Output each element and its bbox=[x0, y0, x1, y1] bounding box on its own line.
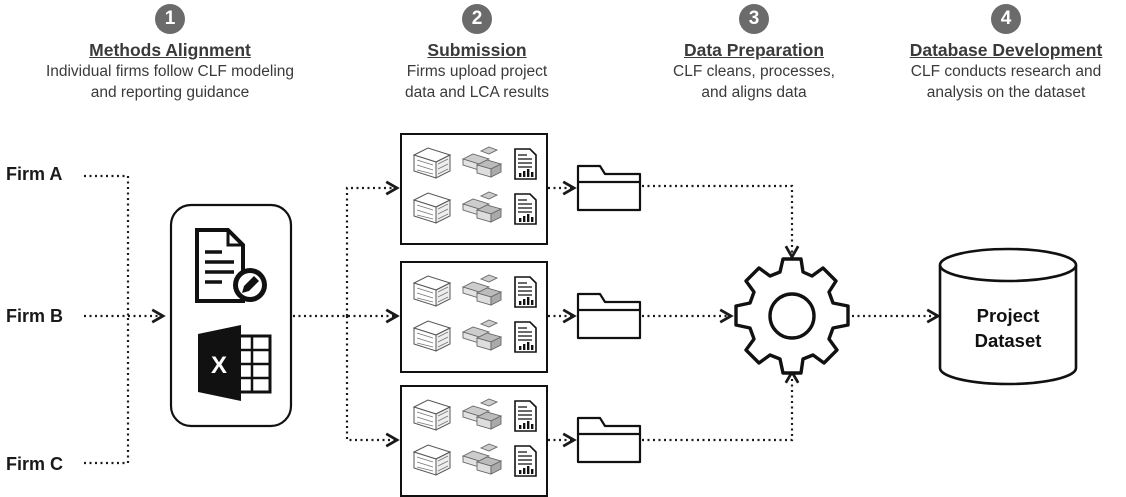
step-2: 2 Submission Firms upload project data a… bbox=[347, 4, 607, 103]
step-number-badge: 1 bbox=[155, 4, 185, 34]
firm-a-label: Firm A bbox=[6, 164, 63, 184]
database-icon bbox=[938, 247, 1078, 386]
step-description: Firms upload project data and LCA result… bbox=[405, 63, 549, 101]
step-number-badge: 3 bbox=[739, 4, 769, 34]
firm-b-label: Firm B bbox=[6, 306, 64, 326]
excel-icon: X bbox=[198, 325, 272, 401]
submission-box-b bbox=[400, 261, 548, 373]
gear-icon bbox=[734, 257, 850, 375]
step-description: CLF cleans, processes, and aligns data bbox=[673, 63, 835, 101]
step-number-badge: 4 bbox=[991, 4, 1021, 34]
step-title: Methods Alignment bbox=[89, 40, 251, 60]
firm-connectors bbox=[84, 174, 166, 465]
step-description: CLF conducts research and analysis on th… bbox=[910, 63, 1102, 101]
folder-connectors bbox=[548, 180, 577, 448]
step-title: Database Development bbox=[909, 40, 1103, 60]
folder-icon bbox=[576, 292, 642, 340]
submission-box-c bbox=[400, 385, 548, 497]
folder-icon bbox=[576, 416, 642, 464]
submission-box-a bbox=[400, 133, 548, 245]
step-3: 3 Data Preparation CLF cleans, processes… bbox=[624, 4, 884, 103]
gear-connectors bbox=[642, 184, 941, 442]
submission-connectors bbox=[293, 180, 400, 448]
guidance-box: X bbox=[169, 203, 293, 428]
step-4: 4 Database Development CLF conducts rese… bbox=[876, 4, 1126, 103]
step-1: 1 Methods Alignment Individual firms fol… bbox=[40, 4, 300, 103]
step-title: Data Preparation bbox=[683, 40, 825, 60]
step-description: Individual firms follow CLF modeling and… bbox=[45, 63, 295, 101]
step-title: Submission bbox=[427, 40, 527, 60]
firm-c-label: Firm C bbox=[6, 454, 64, 474]
step-number-badge: 2 bbox=[462, 4, 492, 34]
database-label: Project Dataset bbox=[974, 305, 1042, 351]
folder-icon bbox=[576, 164, 642, 212]
document-edit-icon bbox=[195, 228, 267, 303]
svg-text:X: X bbox=[211, 352, 227, 379]
